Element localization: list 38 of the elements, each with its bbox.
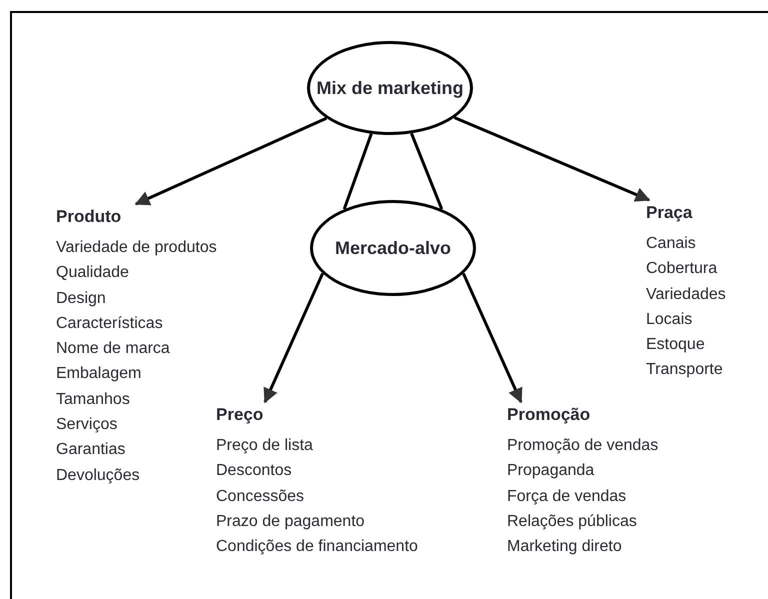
list-heading: Produto: [56, 206, 122, 228]
list-item: Tamanhos: [56, 390, 130, 410]
list-item: Devoluções: [56, 466, 140, 486]
arrow: [134, 116, 328, 206]
list-item: Serviços: [56, 415, 118, 436]
list-item: Propaganda: [507, 461, 594, 482]
list-item: Variedades: [646, 284, 726, 305]
list-item: Locais: [646, 310, 692, 330]
list-item: Qualidade: [56, 263, 129, 284]
list-item: Força de vendas: [507, 486, 626, 507]
list-item: Garantias: [56, 440, 126, 460]
list-item: Embalagem: [56, 364, 142, 384]
list-heading: Praça: [646, 202, 692, 224]
list-item: Nome de marca: [56, 339, 170, 360]
list-item: Design: [56, 288, 106, 309]
list-item: Prazo de pagamento: [216, 512, 365, 532]
list-item: Relações públicas: [507, 512, 637, 532]
list-item: Estoque: [646, 335, 705, 356]
list-item: Marketing direto: [507, 537, 622, 558]
arrow: [462, 272, 522, 404]
connector-line: [342, 133, 373, 210]
list-item: Transporte: [646, 360, 723, 380]
list-item: Concessões: [216, 486, 304, 507]
list-item: Promoção de vendas: [507, 436, 658, 456]
list-item: Características: [56, 314, 163, 334]
node-title: Mix de marketing: [316, 76, 464, 100]
connector-line: [410, 132, 444, 210]
list-item: Preço de lista: [216, 436, 313, 456]
list-item: Descontos: [216, 461, 292, 482]
list-heading: Promoção: [507, 404, 590, 426]
arrow: [454, 116, 650, 202]
list-item: Canais: [646, 234, 696, 254]
list-item: Cobertura: [646, 259, 718, 280]
list-heading: Preço: [216, 404, 264, 426]
node-title: Mercado-alvo: [334, 236, 452, 260]
list-item: Condições de financiamento: [216, 537, 418, 558]
list-item: Variedade de produtos: [56, 238, 217, 258]
arrow: [264, 272, 324, 404]
